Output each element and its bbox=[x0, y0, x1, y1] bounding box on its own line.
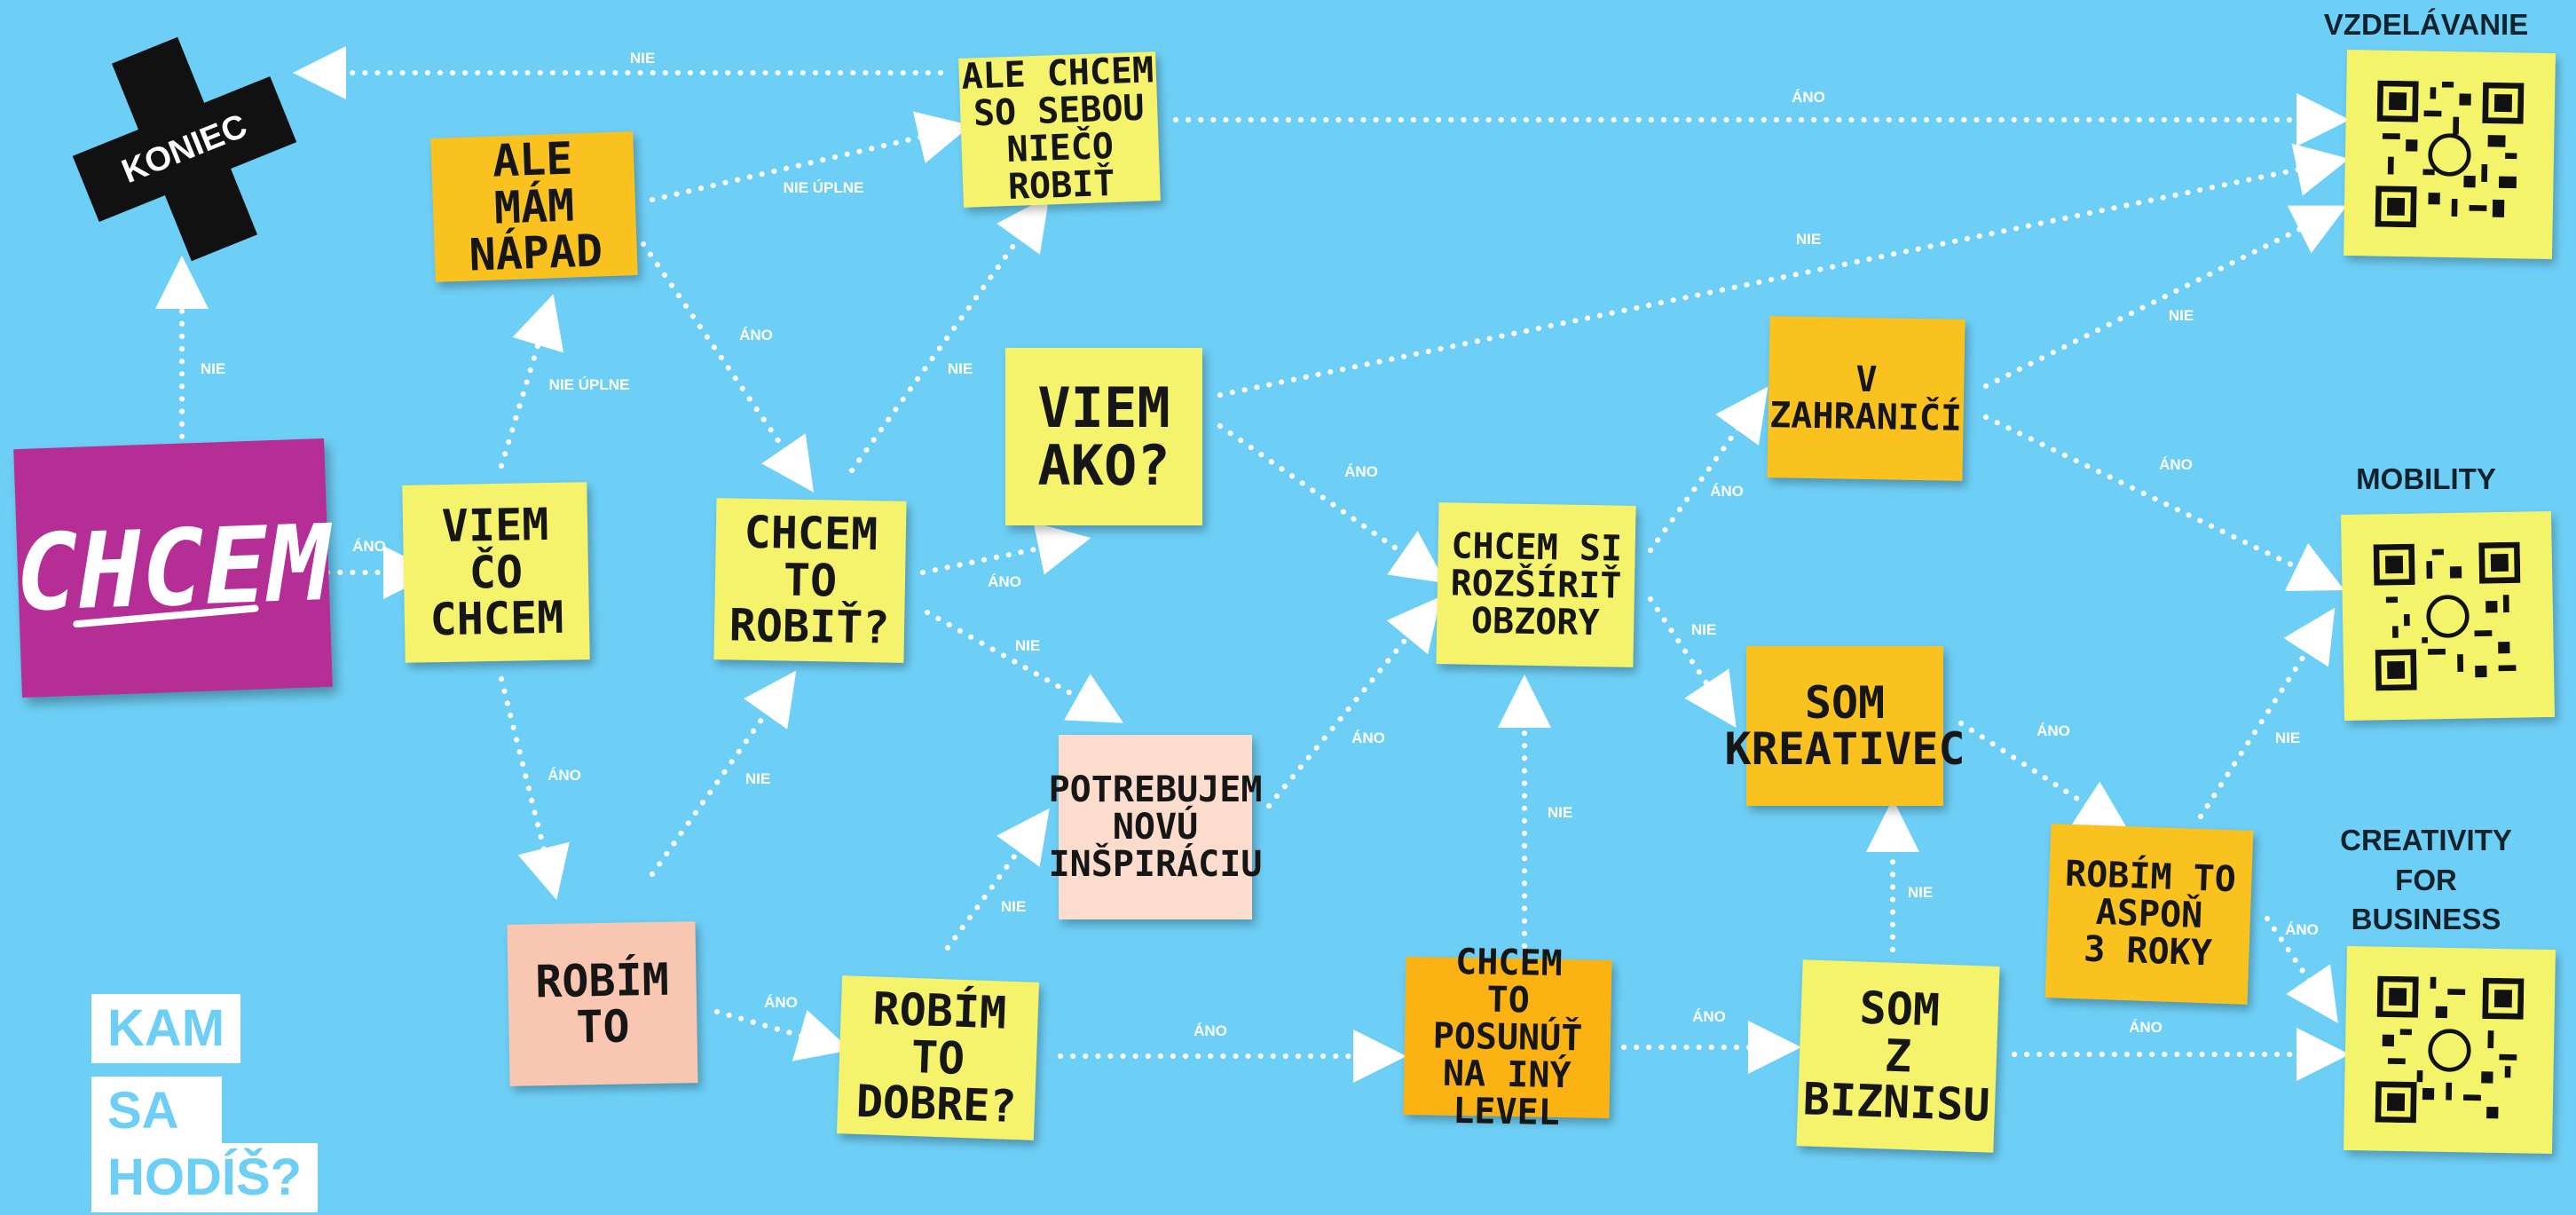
edge-label-robimdobre-posunut: ÁNO bbox=[1193, 1022, 1227, 1039]
edge-label-zahranici-vzdel: NIE bbox=[2168, 307, 2194, 324]
arrow-robimdobre-potrebujem bbox=[945, 808, 1050, 951]
start-node-chcem: CHCEM bbox=[13, 438, 333, 698]
qr-note-vzdelavanie bbox=[2343, 49, 2556, 260]
edge-label-rozsirit-kreativec: NIE bbox=[1690, 621, 1717, 638]
edge-label-chcemrobit-alechcem: NIE bbox=[947, 360, 973, 377]
end-node-koniec: KONIEC bbox=[69, 34, 300, 264]
note-ale-chcem-so-sebou: ALE CHCEM SO SEBOU NIEČO ROBIŤ bbox=[958, 50, 1161, 208]
edge-label-viem-alemam: NIE ÚPLNE bbox=[548, 376, 630, 393]
qr-code-icon bbox=[2375, 975, 2525, 1124]
edge-label-viemako-rozsirit: ÁNO bbox=[1344, 463, 1378, 480]
corner-text-line-1: KAM bbox=[91, 994, 241, 1063]
heading-creativity: CREATIVITY FOR BUSINESS bbox=[2340, 824, 2512, 936]
note-chcem-si-rozsirit: CHCEM SI ROZŠÍRIŤ OBZORY bbox=[1436, 502, 1636, 667]
heading-vzdelavanie: VZDELÁVANIE bbox=[2323, 8, 2529, 41]
edge-label-potrebujem-rozsirit: ÁNO bbox=[1351, 730, 1385, 746]
edge-label-alechcem-koniec: NIE bbox=[629, 50, 656, 67]
note-ale-mam-napad: ALE MÁM NÁPAD bbox=[430, 131, 638, 282]
edge-label-zahranici-mobility: ÁNO bbox=[2159, 456, 2193, 473]
edge-label-robimaspon-mobility: NIE bbox=[2274, 730, 2301, 746]
arrow-zahranici-mobility bbox=[1983, 414, 2345, 591]
arrow-robim-robimdobre bbox=[714, 1009, 851, 1061]
note-viem-ako: VIEM AKO? bbox=[1005, 348, 1202, 525]
edge-label-biznis-creativity: ÁNO bbox=[2129, 1019, 2162, 1036]
arrow-robimaspon-creativity bbox=[2265, 916, 2338, 1023]
arrow-kreativec-robimaspon bbox=[1958, 721, 2131, 833]
arrow-rozsirit-zahranici bbox=[1648, 386, 1769, 553]
note-som-z-biznisu: SOM Z BIZNISU bbox=[1796, 959, 2000, 1153]
edge-label-alemam-alechcem: NIE ÚPLNE bbox=[783, 179, 864, 196]
arrow-viem-robim bbox=[499, 676, 570, 901]
edge-label-posunut-rozsirit: NIE bbox=[1547, 804, 1573, 821]
qr-note-creativity bbox=[2344, 945, 2556, 1155]
edge-label-robim-robimdobre: ÁNO bbox=[764, 994, 798, 1011]
note-viem-co-chcem: VIEM ČO CHCEM bbox=[402, 482, 590, 663]
qr-code-icon bbox=[2375, 80, 2525, 229]
edge-label-viem-robim: ÁNO bbox=[547, 767, 581, 784]
arrow-chcemrobit-potrebujem bbox=[925, 610, 1124, 723]
cross-icon bbox=[72, 36, 297, 262]
note-potrebujem: POTREBUJEM NOVÚ INŠPIRÁCIU bbox=[1049, 735, 1262, 919]
note-som-kreativec: SOM KREATIVEC bbox=[1725, 646, 1965, 806]
edge-label-robimdobre-potrebujem: NIE bbox=[1000, 898, 1027, 915]
edge-label-chcem-viem: ÁNO bbox=[352, 538, 386, 555]
corner-text-line-2: SA bbox=[91, 1077, 222, 1146]
arrow-viemako-vzdel bbox=[1217, 143, 2350, 398]
edge-label-robim-chcemrobit: NIE bbox=[744, 770, 771, 787]
edge-label-rozsirit-zahranici: ÁNO bbox=[1710, 483, 1744, 500]
end-label: KONIEC bbox=[116, 107, 253, 191]
corner-text-line-3: HODÍŠ? bbox=[91, 1143, 319, 1212]
edge-label-posunut-biznis: ÁNO bbox=[1692, 1008, 1726, 1025]
note-robim-to-dobre: ROBÍM TO DOBRE? bbox=[836, 975, 1040, 1140]
note-chcem-to-robit: CHCEM TO ROBIŤ? bbox=[713, 498, 907, 663]
arrow-alemam-chcemrobit bbox=[641, 241, 814, 493]
note-robim-to: ROBÍM TO bbox=[507, 921, 698, 1086]
edge-label-chcemrobit-potrebujem: NIE bbox=[1014, 637, 1041, 654]
edge-label-chcem-koniec: NIE bbox=[200, 360, 226, 377]
arrow-zahranici-vzdel bbox=[1983, 205, 2347, 389]
edge-label-alechcem-vzdel: ÁNO bbox=[1792, 89, 1825, 106]
arrow-robimaspon-mobility bbox=[2198, 607, 2336, 819]
qr-code-icon bbox=[2373, 541, 2523, 690]
edge-label-alemam-chcemrobit: ÁNO bbox=[739, 327, 773, 343]
heading-mobility: MOBILITY bbox=[2356, 462, 2496, 495]
edge-label-chcemrobit-viemako: ÁNO bbox=[988, 573, 1021, 590]
qr-note-mobility bbox=[2340, 510, 2556, 722]
note-robim-to-aspon: ROBÍM TO ASPOŇ 3 ROKY bbox=[2044, 824, 2254, 1005]
arrow-robim-chcemrobit bbox=[650, 670, 797, 877]
arrow-alemam-alechcem bbox=[650, 111, 972, 202]
arrow-viem-alemam bbox=[499, 294, 564, 469]
edge-label-biznis-kreativec: NIE bbox=[1907, 884, 1934, 901]
arrow-potrebujem-rozsirit bbox=[1266, 596, 1442, 809]
note-v-zahranici: V ZAHRANIČÍ bbox=[1767, 316, 1965, 481]
edge-label-robimaspon-creativity: ÁNO bbox=[2285, 921, 2319, 938]
edge-label-viemako-vzdel: NIE bbox=[1795, 231, 1822, 248]
edge-label-kreativec-robimaspon: ÁNO bbox=[2036, 722, 2070, 739]
arrow-chcemrobit-viemako bbox=[920, 522, 1091, 575]
arrow-viemako-rozsirit bbox=[1217, 423, 1446, 584]
arrow-rozsirit-kreativec bbox=[1648, 596, 1737, 728]
note-chcem-to-posunut: CHCEM TO POSUNÚŤ NA INÝ LEVEL bbox=[1403, 942, 1612, 1133]
arrow-chcemrobit-alechcem bbox=[849, 195, 1050, 473]
